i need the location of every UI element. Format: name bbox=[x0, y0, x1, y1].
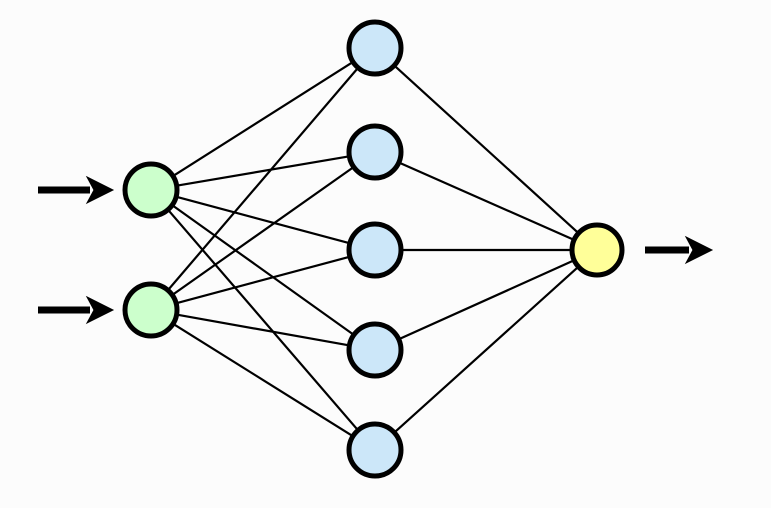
in-arrow-2-head bbox=[85, 295, 115, 325]
node-h3-hidden[interactable] bbox=[346, 221, 404, 279]
node-h5-hidden[interactable] bbox=[346, 421, 404, 479]
edge-i1-h5 bbox=[164, 206, 362, 434]
node-h1-hidden[interactable] bbox=[346, 19, 404, 77]
node-h4-hidden[interactable] bbox=[346, 321, 404, 379]
edge-i1-h3 bbox=[172, 194, 354, 246]
edge-i1-h1 bbox=[169, 59, 357, 179]
edge-i2-h4 bbox=[172, 312, 354, 348]
out-arrow-1-head bbox=[684, 235, 714, 265]
edge-h4-o1 bbox=[394, 257, 579, 342]
edge-i1-h4 bbox=[168, 202, 358, 338]
edge-i2-h1 bbox=[164, 64, 362, 294]
io-arrow-group bbox=[38, 175, 714, 325]
node-i2-input[interactable] bbox=[122, 281, 180, 339]
edge-i2-h5 bbox=[169, 321, 357, 439]
edge-h5-o1 bbox=[390, 263, 582, 436]
node-h2-hidden[interactable] bbox=[346, 123, 404, 181]
edge-i1-h2 bbox=[172, 154, 354, 188]
edge-h1-o1 bbox=[390, 62, 582, 237]
node-i1-input[interactable] bbox=[122, 161, 180, 219]
edge-i2-h3 bbox=[172, 254, 354, 306]
edge-h2-o1 bbox=[394, 160, 578, 243]
node-o1-output[interactable] bbox=[569, 222, 625, 278]
edge-i2-h2 bbox=[168, 164, 358, 298]
edge-group bbox=[164, 59, 582, 439]
node-group bbox=[122, 19, 625, 479]
in-arrow-1-head bbox=[85, 175, 115, 205]
